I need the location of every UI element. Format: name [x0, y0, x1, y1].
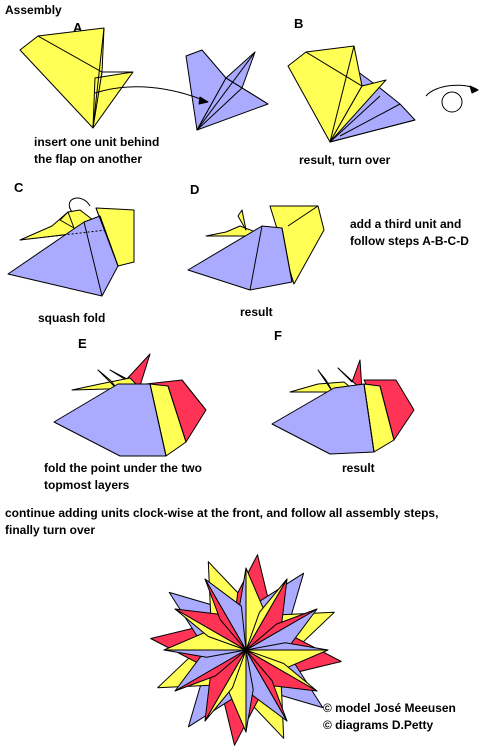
step-label-e: E	[78, 336, 87, 351]
star-inner-blade-shadow	[245, 578, 288, 651]
step-label-c: C	[14, 180, 24, 195]
step-f-result	[271, 359, 415, 455]
star-inner-blade-shadow	[245, 649, 254, 733]
caption-f: result	[342, 461, 375, 475]
step-a-insert-arrow	[94, 86, 209, 105]
finished-star-model	[150, 554, 342, 746]
caption-e-line1: fold the point under the two	[44, 461, 202, 475]
turn-over-icon	[425, 84, 479, 113]
step-label-b: B	[294, 16, 304, 31]
caption-e-line2: topmost layers	[44, 478, 130, 492]
caption-a-line2: the flap on another	[34, 152, 142, 166]
step-a-yellow-unit	[19, 27, 134, 129]
step-c-squash-fold	[7, 197, 135, 297]
continue-line2: finally turn over	[5, 523, 96, 537]
star-inner-blade-shadow	[245, 642, 329, 651]
step-e-fold	[53, 353, 207, 457]
caption-d: result	[240, 305, 273, 319]
credit-model: © model José Meeusen	[323, 701, 456, 715]
star-inner-blade-shadow	[245, 608, 318, 651]
star-inner-blade-shadow	[245, 649, 318, 692]
step-a-lavender-unit	[185, 49, 269, 131]
continue-line1: continue adding units clock-wise at the …	[5, 506, 439, 520]
caption-d-note-line2: follow steps A-B-C-D	[350, 234, 469, 248]
star-inner-blade-shadow	[204, 649, 247, 722]
step-label-a: A	[73, 20, 83, 35]
caption-d-note-line1: add a third unit and	[350, 217, 462, 231]
caption-b: result, turn over	[299, 153, 391, 167]
page-title: Assembly	[5, 3, 62, 17]
step-d-result	[187, 205, 325, 291]
step-label-f: F	[274, 328, 282, 343]
star-inner-blade-shadow	[163, 649, 247, 658]
credit-diagrams: © diagrams D.Petty	[323, 718, 434, 732]
caption-c: squash fold	[38, 311, 106, 325]
step-b-result	[287, 45, 416, 143]
star-inner-blade-shadow	[174, 608, 247, 651]
caption-a-line1: insert one unit behind	[34, 135, 160, 149]
star-inner-blade-shadow	[245, 649, 288, 722]
step-label-d: D	[190, 182, 200, 197]
star-inner-blade-shadow	[174, 649, 247, 692]
star-inner-blade-shadow	[204, 578, 247, 651]
